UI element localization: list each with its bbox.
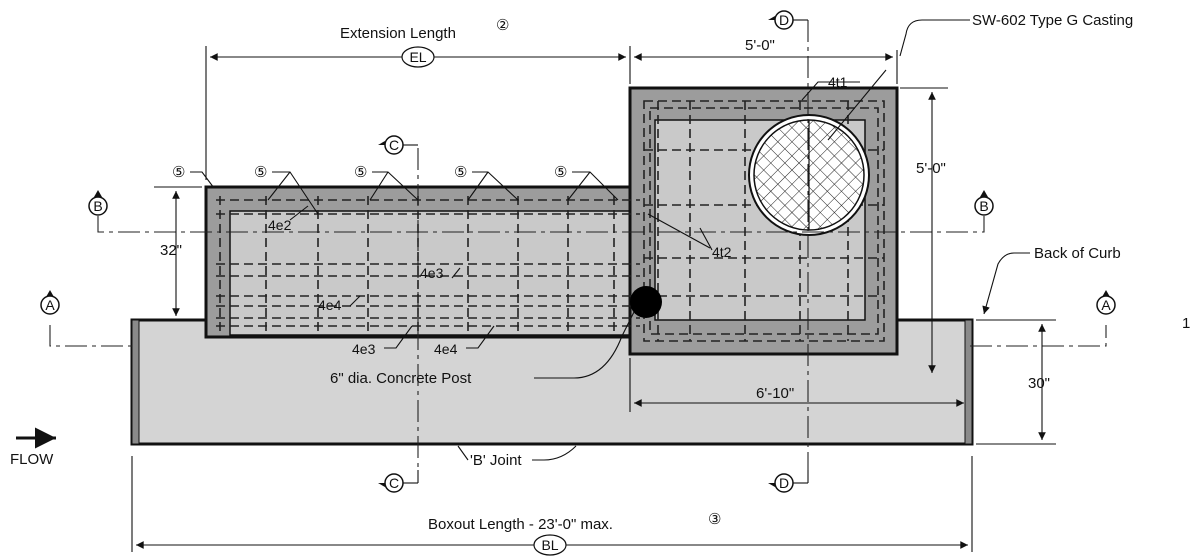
bar-4e3-mid-label: 4e3 [420,265,444,281]
boxout-note-marker: ③ [708,511,721,528]
bar-4e3-mid-leader [451,267,461,279]
svg-text:D: D [779,475,789,491]
section-marker-d-top: D [768,10,808,30]
bar-callouts-5 [190,171,619,215]
concrete-post [630,286,662,318]
section-marker-b-left: B [88,190,108,216]
extension-depth-label: 32" [160,242,182,259]
boxout-length-dimension [131,456,973,556]
svg-text:B: B [979,198,988,214]
section-marker-c-top: C [378,135,418,155]
callout-5-c: ⑤ [354,164,367,181]
bar-4e2-label: 4e2 [268,217,292,233]
section-marker-a-left: A [40,290,60,315]
back-of-curb-label: Back of Curb [1034,245,1121,262]
section-marker-b-right: B [974,190,994,216]
slab-right-edge-hatch [964,319,973,445]
section-marker-d-bottom: D [768,470,809,493]
slab-left-edge-hatch [131,319,140,445]
casting-leader [899,19,970,57]
svg-text:D: D [779,12,789,28]
bar-4e3-low-label: 4e3 [352,341,376,357]
concrete-post-leader [534,311,635,379]
svg-text:B: B [93,198,102,214]
casting-length-dimension [900,87,948,373]
bar-4t2-label: 4t2 [712,244,732,260]
bar-4t1-leader [801,81,860,101]
svg-text:C: C [389,137,399,153]
concrete-post-label: 6" dia. Concrete Post [330,370,472,387]
section-marker-c-bottom: C [378,470,419,493]
boxout-length-label: Boxout Length - 23'-0" max. [428,516,613,533]
callout-5-a: ⑤ [172,164,185,181]
casting-offset-dimension [629,358,965,412]
bar-4e4-mid-label: 4e4 [318,297,342,313]
bar-4t2-leader-a [647,213,711,249]
casting-length-label: 5'-0" [916,160,946,177]
section-marker-a-right: A [1096,290,1116,315]
edge-number: 1 [1182,315,1190,332]
bar-4t2-leader-b [699,227,713,251]
extension-length-label: Extension Length [340,25,456,42]
bar-4e4-mid-leader [349,295,361,307]
b-joint-label: 'B' Joint [470,452,522,469]
casting-width-label: 5'-0" [745,37,775,54]
bar-4e2-leader [289,205,309,221]
bar-4e4-low-leader [466,325,495,349]
slab-depth-dimension [976,319,1056,445]
casting-label: SW-602 Type G Casting [972,12,1133,29]
svg-text:A: A [1101,297,1111,313]
callout-5-b: ⑤ [254,164,267,181]
extension-length-dimension [205,46,631,180]
callout-5-e: ⑤ [554,164,567,181]
casting-offset-label: 6'-10" [756,385,794,402]
svg-text:A: A [45,297,55,313]
flow-label: FLOW [10,451,54,468]
extension-depth-dimension [154,186,202,316]
section-center-lines [49,20,1107,470]
callout-5-d: ⑤ [454,164,467,181]
slab-depth-label: 30" [1028,375,1050,392]
back-of-curb-leader [982,252,1030,315]
b-joint-leader [457,445,577,461]
casting-width-dimension [633,50,898,84]
svg-text:C: C [389,475,399,491]
bl-tag: BL [541,537,558,553]
bar-4t1-label: 4t1 [828,74,848,90]
casting-grate [748,114,870,236]
el-tag: EL [409,49,426,65]
bar-4e4-low-label: 4e4 [434,341,458,357]
bar-4e3-low-leader [384,325,413,349]
casting-leader-2 [827,69,887,141]
extension-rebar-grid [216,196,640,334]
extension-note-marker: ② [496,17,509,34]
